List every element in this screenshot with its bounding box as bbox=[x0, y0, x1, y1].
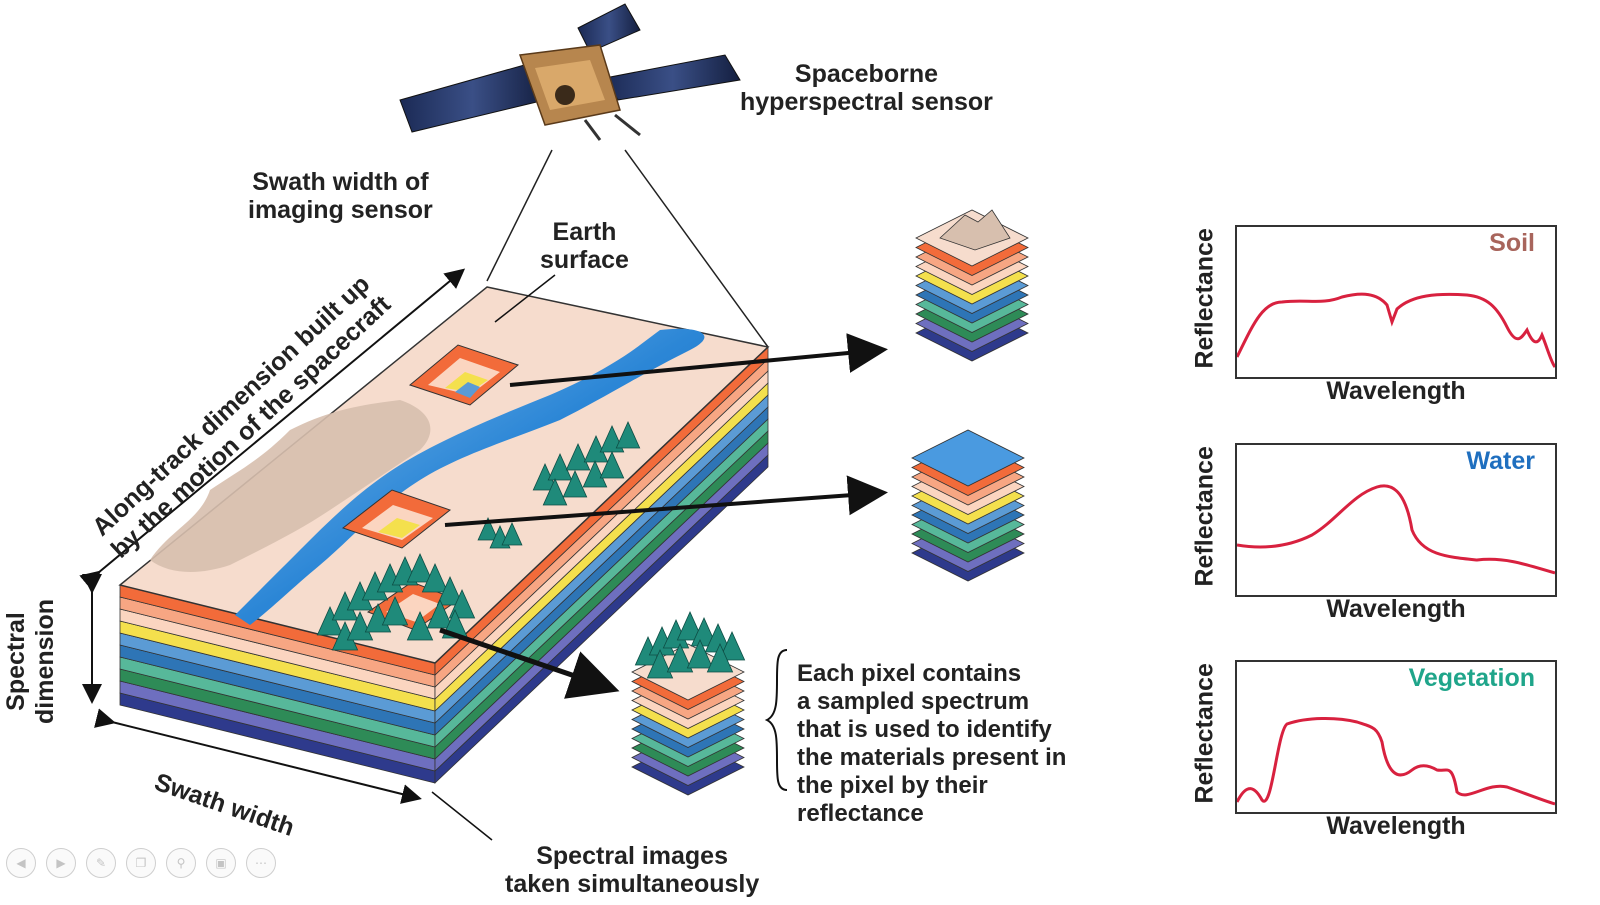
tree-icon bbox=[676, 611, 704, 641]
tree-icon bbox=[718, 631, 746, 661]
soil-curve-line bbox=[1237, 292, 1555, 368]
arrow-icon bbox=[439, 627, 620, 699]
tree-icon bbox=[706, 643, 734, 673]
along-track-arrow bbox=[79, 268, 466, 591]
water-spectrum-stack bbox=[911, 429, 1025, 582]
copy-icon[interactable]: ❐ bbox=[126, 848, 156, 878]
soil-reflectance-graph: Soil Reflectance Wavelength bbox=[1191, 225, 1557, 435]
graph-title: Soil bbox=[1489, 229, 1535, 257]
water-curve bbox=[1237, 484, 1555, 575]
tree-icon bbox=[646, 649, 674, 679]
tree-icon bbox=[406, 611, 434, 641]
tree-icon bbox=[547, 453, 573, 481]
soil-spectrum-stack bbox=[915, 209, 1029, 362]
tree-icon bbox=[426, 599, 454, 629]
water-curve-line bbox=[1237, 484, 1555, 575]
tree-icon bbox=[542, 478, 568, 506]
tree-icon bbox=[615, 421, 641, 449]
soil-curve bbox=[1237, 292, 1555, 368]
graph-ylabel: Reflectance bbox=[1190, 446, 1219, 587]
vegetation-curve-line bbox=[1237, 716, 1555, 806]
tree-icon bbox=[381, 596, 409, 626]
tree-icon bbox=[599, 451, 625, 479]
stack-top bbox=[911, 429, 1025, 487]
graph-ylabel: Reflectance bbox=[1190, 663, 1219, 804]
graph-title: Water bbox=[1466, 447, 1535, 475]
water-reflectance-graph: Water Reflectance Wavelength bbox=[1191, 443, 1557, 653]
satellite-icon bbox=[399, 3, 741, 141]
vegetation-curve bbox=[1237, 716, 1555, 806]
pen-icon[interactable]: ✎ bbox=[86, 848, 116, 878]
tree-icon bbox=[316, 421, 641, 651]
swath-sensor-label: Swath width of imaging sensor bbox=[248, 168, 433, 224]
arrow-icon bbox=[509, 333, 888, 387]
tree-icon bbox=[686, 639, 714, 669]
graph-xlabel: Wavelength bbox=[1326, 377, 1466, 405]
screen-icon[interactable]: ▣ bbox=[206, 848, 236, 878]
fov-line-right bbox=[624, 149, 769, 348]
tree-icon bbox=[562, 470, 588, 498]
sensor-label: Spaceborne hyperspectral sensor bbox=[740, 60, 993, 116]
tree-icon bbox=[436, 576, 464, 606]
vegetation-reflectance-graph: Vegetation Reflectance Wavelength bbox=[1191, 660, 1557, 870]
tree-icon bbox=[501, 522, 523, 546]
more-icon[interactable]: ⋯ bbox=[246, 848, 276, 878]
arrow-icon bbox=[444, 475, 888, 527]
zoom-icon[interactable]: ⚲ bbox=[166, 848, 196, 878]
presentation-toolbar: ◀ ▶ ✎ ❐ ⚲ ▣ ⋯ bbox=[6, 848, 276, 878]
tree-icon bbox=[582, 460, 608, 488]
terrain-patch bbox=[939, 209, 1011, 251]
forward-icon[interactable]: ▶ bbox=[46, 848, 76, 878]
graph-xlabel: Wavelength bbox=[1326, 812, 1466, 840]
graph-xlabel: Wavelength bbox=[1326, 595, 1466, 623]
graph-frame bbox=[1235, 443, 1557, 597]
vegetation-spectrum-stack bbox=[631, 611, 746, 796]
spectral-dimension-label: Spectral dimension bbox=[2, 598, 59, 724]
tree-icon bbox=[666, 643, 694, 673]
spectral-images-pointer bbox=[431, 791, 493, 841]
back-icon[interactable]: ◀ bbox=[6, 848, 36, 878]
fov-line-left bbox=[486, 149, 553, 282]
tree-icon bbox=[346, 611, 374, 641]
earth-pointer bbox=[494, 274, 556, 323]
spectral-band-stack bbox=[119, 346, 769, 784]
tree-icon bbox=[565, 443, 591, 471]
graph-ylabel: Reflectance bbox=[1190, 228, 1219, 369]
earth-surface-label: Earth surface bbox=[540, 218, 629, 274]
tree-icon bbox=[690, 617, 718, 647]
brace-icon bbox=[764, 649, 788, 791]
graph-frame bbox=[1235, 660, 1557, 814]
graph-title: Vegetation bbox=[1408, 664, 1535, 692]
pixel-description: Each pixel contains a sampled spectrum t… bbox=[797, 660, 1067, 827]
tree-icon bbox=[477, 517, 499, 541]
swath-width-arrow bbox=[94, 708, 422, 804]
tree-icon bbox=[316, 606, 344, 636]
spectral-images-label: Spectral images taken simultaneously bbox=[505, 842, 760, 898]
